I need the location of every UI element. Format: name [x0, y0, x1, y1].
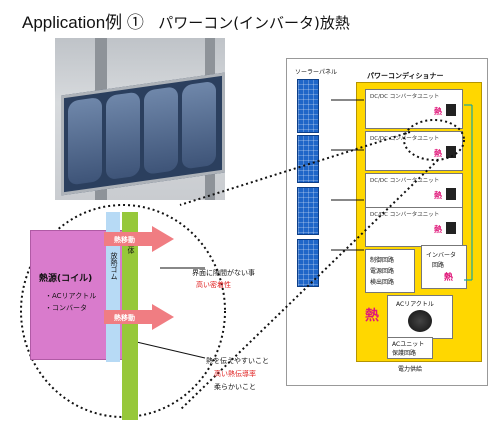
note-soft: 柔らかいこと [214, 383, 256, 391]
heat-dissipation-rubber: 放熱ゴム [106, 212, 120, 362]
solar-panel-label: ソーラーパネル [295, 69, 337, 76]
power-conditioner: パワーコンディショナー DC/DC コンバータユニット熱 DC/DC コンバータ… [356, 72, 482, 362]
heat-arrow [104, 310, 154, 324]
solar-panel [297, 79, 319, 133]
dcdc-unit: DC/DC コンバータユニット熱 [365, 173, 463, 213]
reactor-coil-icon [408, 310, 432, 332]
inverter-block: インバータ 回路 熱 [421, 245, 467, 289]
heat-source-title: 熱源(コイル) [39, 274, 93, 284]
note-conducts-heat: 熱を伝えやすいこと [206, 357, 269, 365]
heat-arrow-label: 熱移動 [114, 236, 135, 244]
housing-label: 筐体 [127, 240, 135, 254]
heat-arrow-label: 熱移動 [114, 314, 135, 322]
ac-unit-block: ACユニット 保護回路 [387, 337, 433, 359]
heat-indicator: 熱 [365, 308, 379, 324]
heat-arrow-head [152, 304, 174, 330]
heat-source-item: ・コンバータ [45, 304, 87, 312]
solar-panel-photo [55, 38, 225, 200]
title-prefix: Application例 ① [22, 13, 144, 32]
chip-icon [446, 188, 456, 200]
chip-icon [446, 222, 456, 234]
heat-arrow-head [152, 226, 174, 252]
solar-panel [297, 239, 319, 287]
zoom-line [179, 131, 411, 206]
note-high-adhesion: 高い密着性 [196, 281, 231, 289]
solar-panel [297, 135, 319, 183]
title-main: パワーコン(インバータ)放熱 [158, 14, 350, 32]
control-block: 制御回路 電源回路 検出回路 [365, 249, 415, 293]
power-conditioner-label: パワーコンディショナー [367, 72, 444, 80]
ac-reactor-block: ACリアクトル [387, 295, 453, 339]
note-no-gap: 界面に隙間がない事 [192, 269, 255, 277]
chip-icon [446, 146, 456, 158]
zoom-ellipse-large [20, 204, 226, 418]
rubber-label: 放熱ゴム [110, 252, 118, 280]
power-supply-label: 電力供給 [398, 366, 423, 373]
dcdc-unit: DC/DC コンバータユニット熱 [365, 207, 463, 247]
chip-icon [446, 104, 456, 116]
note-high-conductivity: 高い熱伝導率 [214, 370, 256, 378]
callout-line [127, 339, 206, 359]
solar-panel [297, 187, 319, 235]
heat-arrow [104, 232, 154, 246]
zoom-ellipse-top [403, 119, 465, 161]
heat-source-item: ・ACリアクトル [45, 292, 97, 300]
page-title: Application例 ① パワーコン(インバータ)放熱 [22, 8, 350, 33]
